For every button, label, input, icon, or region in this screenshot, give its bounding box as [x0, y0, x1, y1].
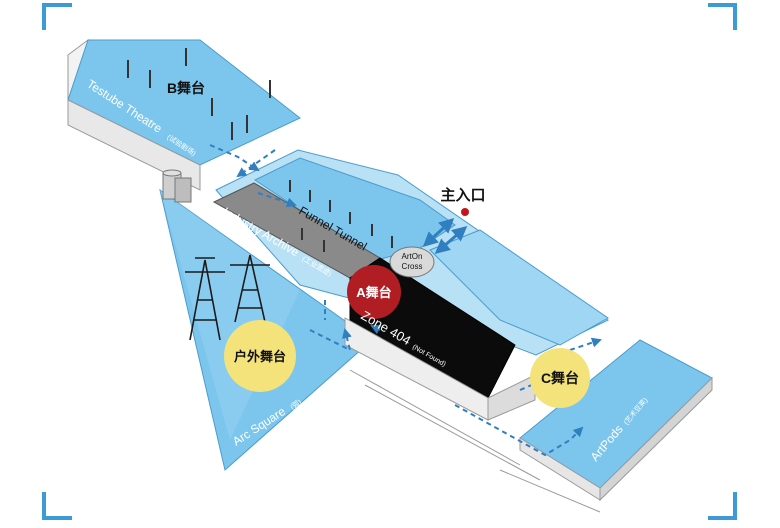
- stage-b-marker[interactable]: B舞台: [164, 66, 208, 110]
- frame-corner-top-left: [42, 3, 72, 30]
- ground-railings: [349, 369, 601, 513]
- stage-a-marker[interactable]: A舞台: [347, 265, 401, 319]
- entrance-marker[interactable]: [461, 208, 469, 216]
- artoncross-marker[interactable]: ArtOn Cross: [389, 246, 435, 278]
- entrance-arrows: [422, 217, 468, 254]
- frame-brackets: [42, 3, 737, 520]
- artoncross-label-line2: Cross: [402, 262, 423, 271]
- stage-b-label: B舞台: [167, 80, 205, 96]
- testube-theatre-base: [67, 99, 201, 191]
- stage-a-label: A舞台: [356, 285, 391, 300]
- frame-corner-bottom-left: [42, 492, 72, 520]
- frame-corner-top-right: [708, 3, 737, 30]
- entrance-label: 主入口: [440, 186, 485, 204]
- testube-pillars: [127, 48, 271, 140]
- stage-c-marker[interactable]: C舞台: [530, 348, 590, 408]
- funnel-pillars: [289, 180, 393, 252]
- stage-c-label: C舞台: [541, 370, 579, 386]
- frame-corner-bottom-right: [708, 492, 737, 520]
- outdoor-stage-label: 户外舞台: [234, 349, 286, 364]
- artpods-side: [599, 376, 713, 502]
- east-wing-facade: [487, 374, 536, 421]
- arc-square-shade: [160, 190, 300, 440]
- silo-icon: [162, 169, 192, 203]
- pylon-icon: [185, 254, 270, 341]
- artoncross-label-line1: ArtOn: [402, 252, 423, 261]
- right-hall-floor: [429, 229, 609, 346]
- outdoor-stage-marker[interactable]: 户外舞台: [224, 320, 296, 392]
